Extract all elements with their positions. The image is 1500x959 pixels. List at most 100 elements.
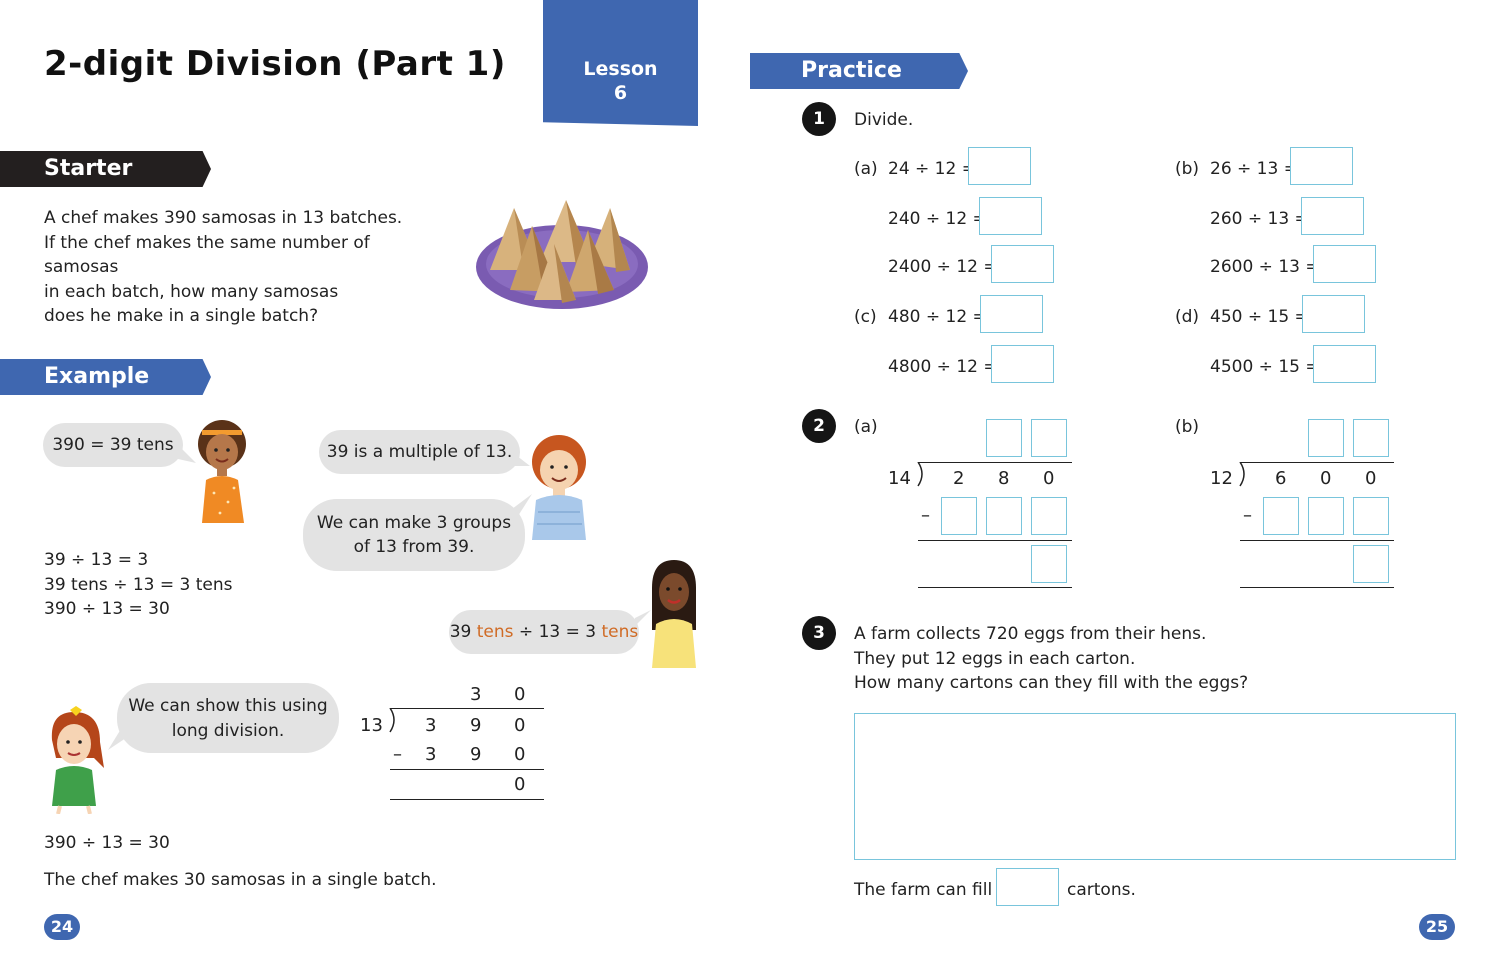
- q3-line: How many cartons can they fill with the …: [854, 673, 1249, 693]
- answer-box[interactable]: [1290, 147, 1353, 185]
- bubble-text-highlight: tens: [476, 622, 514, 642]
- dividend-digit: 9: [470, 715, 482, 736]
- subtract-box[interactable]: [941, 497, 977, 535]
- subtract-digit: 0: [514, 744, 526, 765]
- quotient-box[interactable]: [1353, 419, 1389, 457]
- division-problem: 2600 ÷ 13 =: [1210, 257, 1320, 277]
- working-line: 39 tens ÷ 13 = 3 tens: [44, 574, 233, 595]
- part-label: (d): [1175, 307, 1200, 327]
- dividend-digit: 0: [1043, 468, 1055, 489]
- q3-text: A farm collects 720 eggs from their hens…: [854, 622, 1414, 696]
- page-number-right: 25: [1419, 914, 1455, 940]
- subtraction-line: [390, 799, 544, 800]
- dividend-digit: 0: [514, 715, 526, 736]
- bubble-tail: [633, 610, 651, 628]
- bubble-text-highlight: tens: [601, 622, 639, 642]
- conclusion-text: The chef makes 30 samosas in a single ba…: [44, 870, 437, 890]
- subtract-box[interactable]: [1308, 497, 1344, 535]
- quotient-box[interactable]: [1031, 419, 1067, 457]
- divisor: 12: [1210, 468, 1233, 489]
- girl-character-illustration: [652, 560, 696, 668]
- answer-box[interactable]: [968, 147, 1031, 185]
- starter-text: A chef makes 390 samosas in 13 batches. …: [44, 206, 444, 329]
- page-number-left: 24: [44, 914, 80, 940]
- subtract-digit: 9: [470, 744, 482, 765]
- question-number: 3: [802, 616, 836, 650]
- lesson-number: 6: [613, 82, 628, 104]
- subtraction-line: [918, 587, 1072, 588]
- quotient-box[interactable]: [1308, 419, 1344, 457]
- page-title: 2-digit Division (Part 1): [44, 44, 506, 84]
- bubble-text: 39: [449, 622, 477, 642]
- division-bracket: [389, 708, 395, 733]
- bubble-line: We can make 3 groups: [316, 513, 512, 533]
- part-label: (b): [1175, 159, 1200, 179]
- bubble-tail: [108, 724, 132, 750]
- remainder-box[interactable]: [1353, 545, 1389, 583]
- subtraction-line: [1240, 587, 1394, 588]
- divisor: 14: [888, 468, 911, 489]
- dividend-digit: 0: [1320, 468, 1332, 489]
- division-problem: 26 ÷ 13 =: [1210, 159, 1298, 179]
- bubble-tail: [512, 452, 530, 466]
- boy-character-illustration: [532, 435, 586, 540]
- working-area-box[interactable]: [854, 713, 1456, 860]
- subtract-box[interactable]: [986, 497, 1022, 535]
- quotient-box[interactable]: [986, 419, 1022, 457]
- answer-suffix: cartons.: [1067, 880, 1136, 900]
- minus-sign: –: [921, 505, 930, 526]
- practice-banner: Practice: [750, 53, 968, 89]
- divisor: 13: [360, 715, 383, 736]
- answer-box[interactable]: [1313, 345, 1376, 383]
- result-equation: 390 ÷ 13 = 30: [44, 833, 170, 853]
- division-problem: 4800 ÷ 12 =: [888, 357, 998, 377]
- division-problem: 260 ÷ 13 =: [1210, 209, 1309, 229]
- division-problem: 480 ÷ 12 =: [888, 307, 987, 327]
- answer-box[interactable]: [1302, 295, 1365, 333]
- division-bar: [390, 708, 544, 709]
- dividend-digit: 8: [998, 468, 1010, 489]
- q1-instruction: Divide.: [854, 110, 914, 130]
- lesson-tab: Lesson 6: [543, 0, 698, 126]
- answer-box[interactable]: [996, 868, 1059, 906]
- subtraction-line: [1240, 540, 1394, 541]
- speech-bubble: 39 is a multiple of 13.: [319, 430, 520, 474]
- girl-character-illustration: [198, 420, 246, 523]
- starter-banner: Starter: [0, 151, 211, 187]
- subtract-box[interactable]: [1031, 497, 1067, 535]
- subtract-box[interactable]: [1353, 497, 1389, 535]
- working-line: 390 ÷ 13 = 30: [44, 599, 170, 619]
- q3-line: A farm collects 720 eggs from their hens…: [854, 624, 1207, 644]
- lesson-label: Lesson: [583, 58, 658, 80]
- division-problem: 240 ÷ 12 =: [888, 209, 987, 229]
- answer-box[interactable]: [980, 295, 1043, 333]
- girl-character-illustration: [51, 706, 104, 814]
- answer-box[interactable]: [1301, 197, 1364, 235]
- dividend-digit: 2: [953, 468, 965, 489]
- answer-box[interactable]: [991, 245, 1054, 283]
- division-bar: [918, 462, 1072, 463]
- subtraction-line: [390, 769, 544, 770]
- quotient-digit: 3: [470, 684, 482, 705]
- dividend-digit: 6: [1275, 468, 1287, 489]
- starter-line: does he make in a single batch?: [44, 306, 319, 326]
- part-label: (c): [854, 307, 877, 327]
- part-label: (a): [854, 417, 878, 437]
- division-bracket: [917, 462, 923, 487]
- answer-prefix: The farm can fill: [854, 880, 993, 900]
- speech-bubble: We can make 3 groups of 13 from 39.: [303, 499, 525, 571]
- speech-bubble: 390 = 39 tens: [43, 423, 183, 467]
- remainder-box[interactable]: [1031, 545, 1067, 583]
- minus-sign: –: [1243, 505, 1252, 526]
- answer-box[interactable]: [979, 197, 1042, 235]
- subtract-digit: 3: [425, 744, 437, 765]
- example-banner: Example: [0, 359, 211, 395]
- division-problem: 2400 ÷ 12 =: [888, 257, 998, 277]
- subtract-box[interactable]: [1263, 497, 1299, 535]
- answer-box[interactable]: [1313, 245, 1376, 283]
- division-problem: 4500 ÷ 15 =: [1210, 357, 1320, 377]
- answer-box[interactable]: [991, 345, 1054, 383]
- bubble-line: of 13 from 39.: [353, 537, 475, 557]
- division-problem: 450 ÷ 15 =: [1210, 307, 1309, 327]
- question-number: 2: [802, 409, 836, 443]
